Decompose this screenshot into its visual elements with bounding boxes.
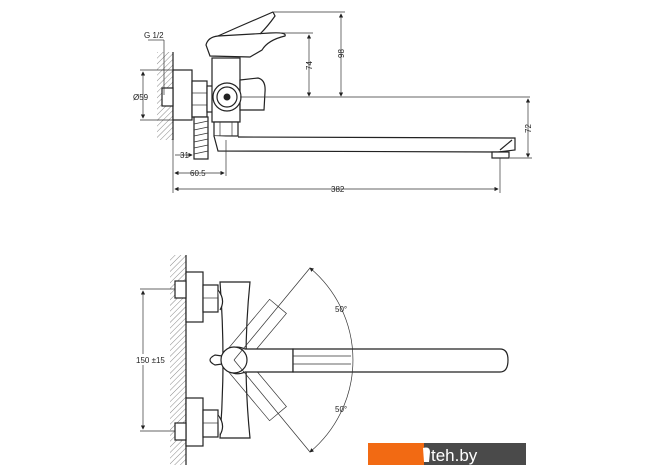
logo-text: teh.by (431, 446, 478, 465)
spout (213, 135, 516, 153)
side-view: G 1/2 Ø59 74 98 72 31 60.5 382 (133, 11, 533, 194)
angle-lower-label: 50° (335, 405, 347, 414)
thread-label: G 1/2 (144, 31, 164, 40)
angle-upper-label: 50° (335, 305, 347, 314)
inlet-spacing-label: 150 ±15 (136, 356, 165, 365)
top-view: 150 ±15 50° 50° (135, 255, 509, 465)
spout-drop-label: 72 (524, 124, 533, 133)
wall-hatch (170, 255, 186, 465)
hose-offset-label: 31 (180, 151, 189, 160)
lower-nut (202, 409, 219, 438)
upper-nut (202, 284, 219, 313)
body-offset-label: 60.5 (190, 169, 206, 178)
total-height-label: 98 (337, 49, 346, 58)
spout-top (292, 348, 509, 373)
lever-handle (205, 32, 286, 58)
diameter-label: Ø59 (133, 93, 149, 102)
inlet-nut (191, 80, 208, 118)
handle-height-label: 74 (305, 61, 314, 70)
spout-reach-label: 382 (331, 185, 345, 194)
teh-by-logo: teh.by (368, 443, 526, 465)
wall-flange (172, 69, 193, 121)
